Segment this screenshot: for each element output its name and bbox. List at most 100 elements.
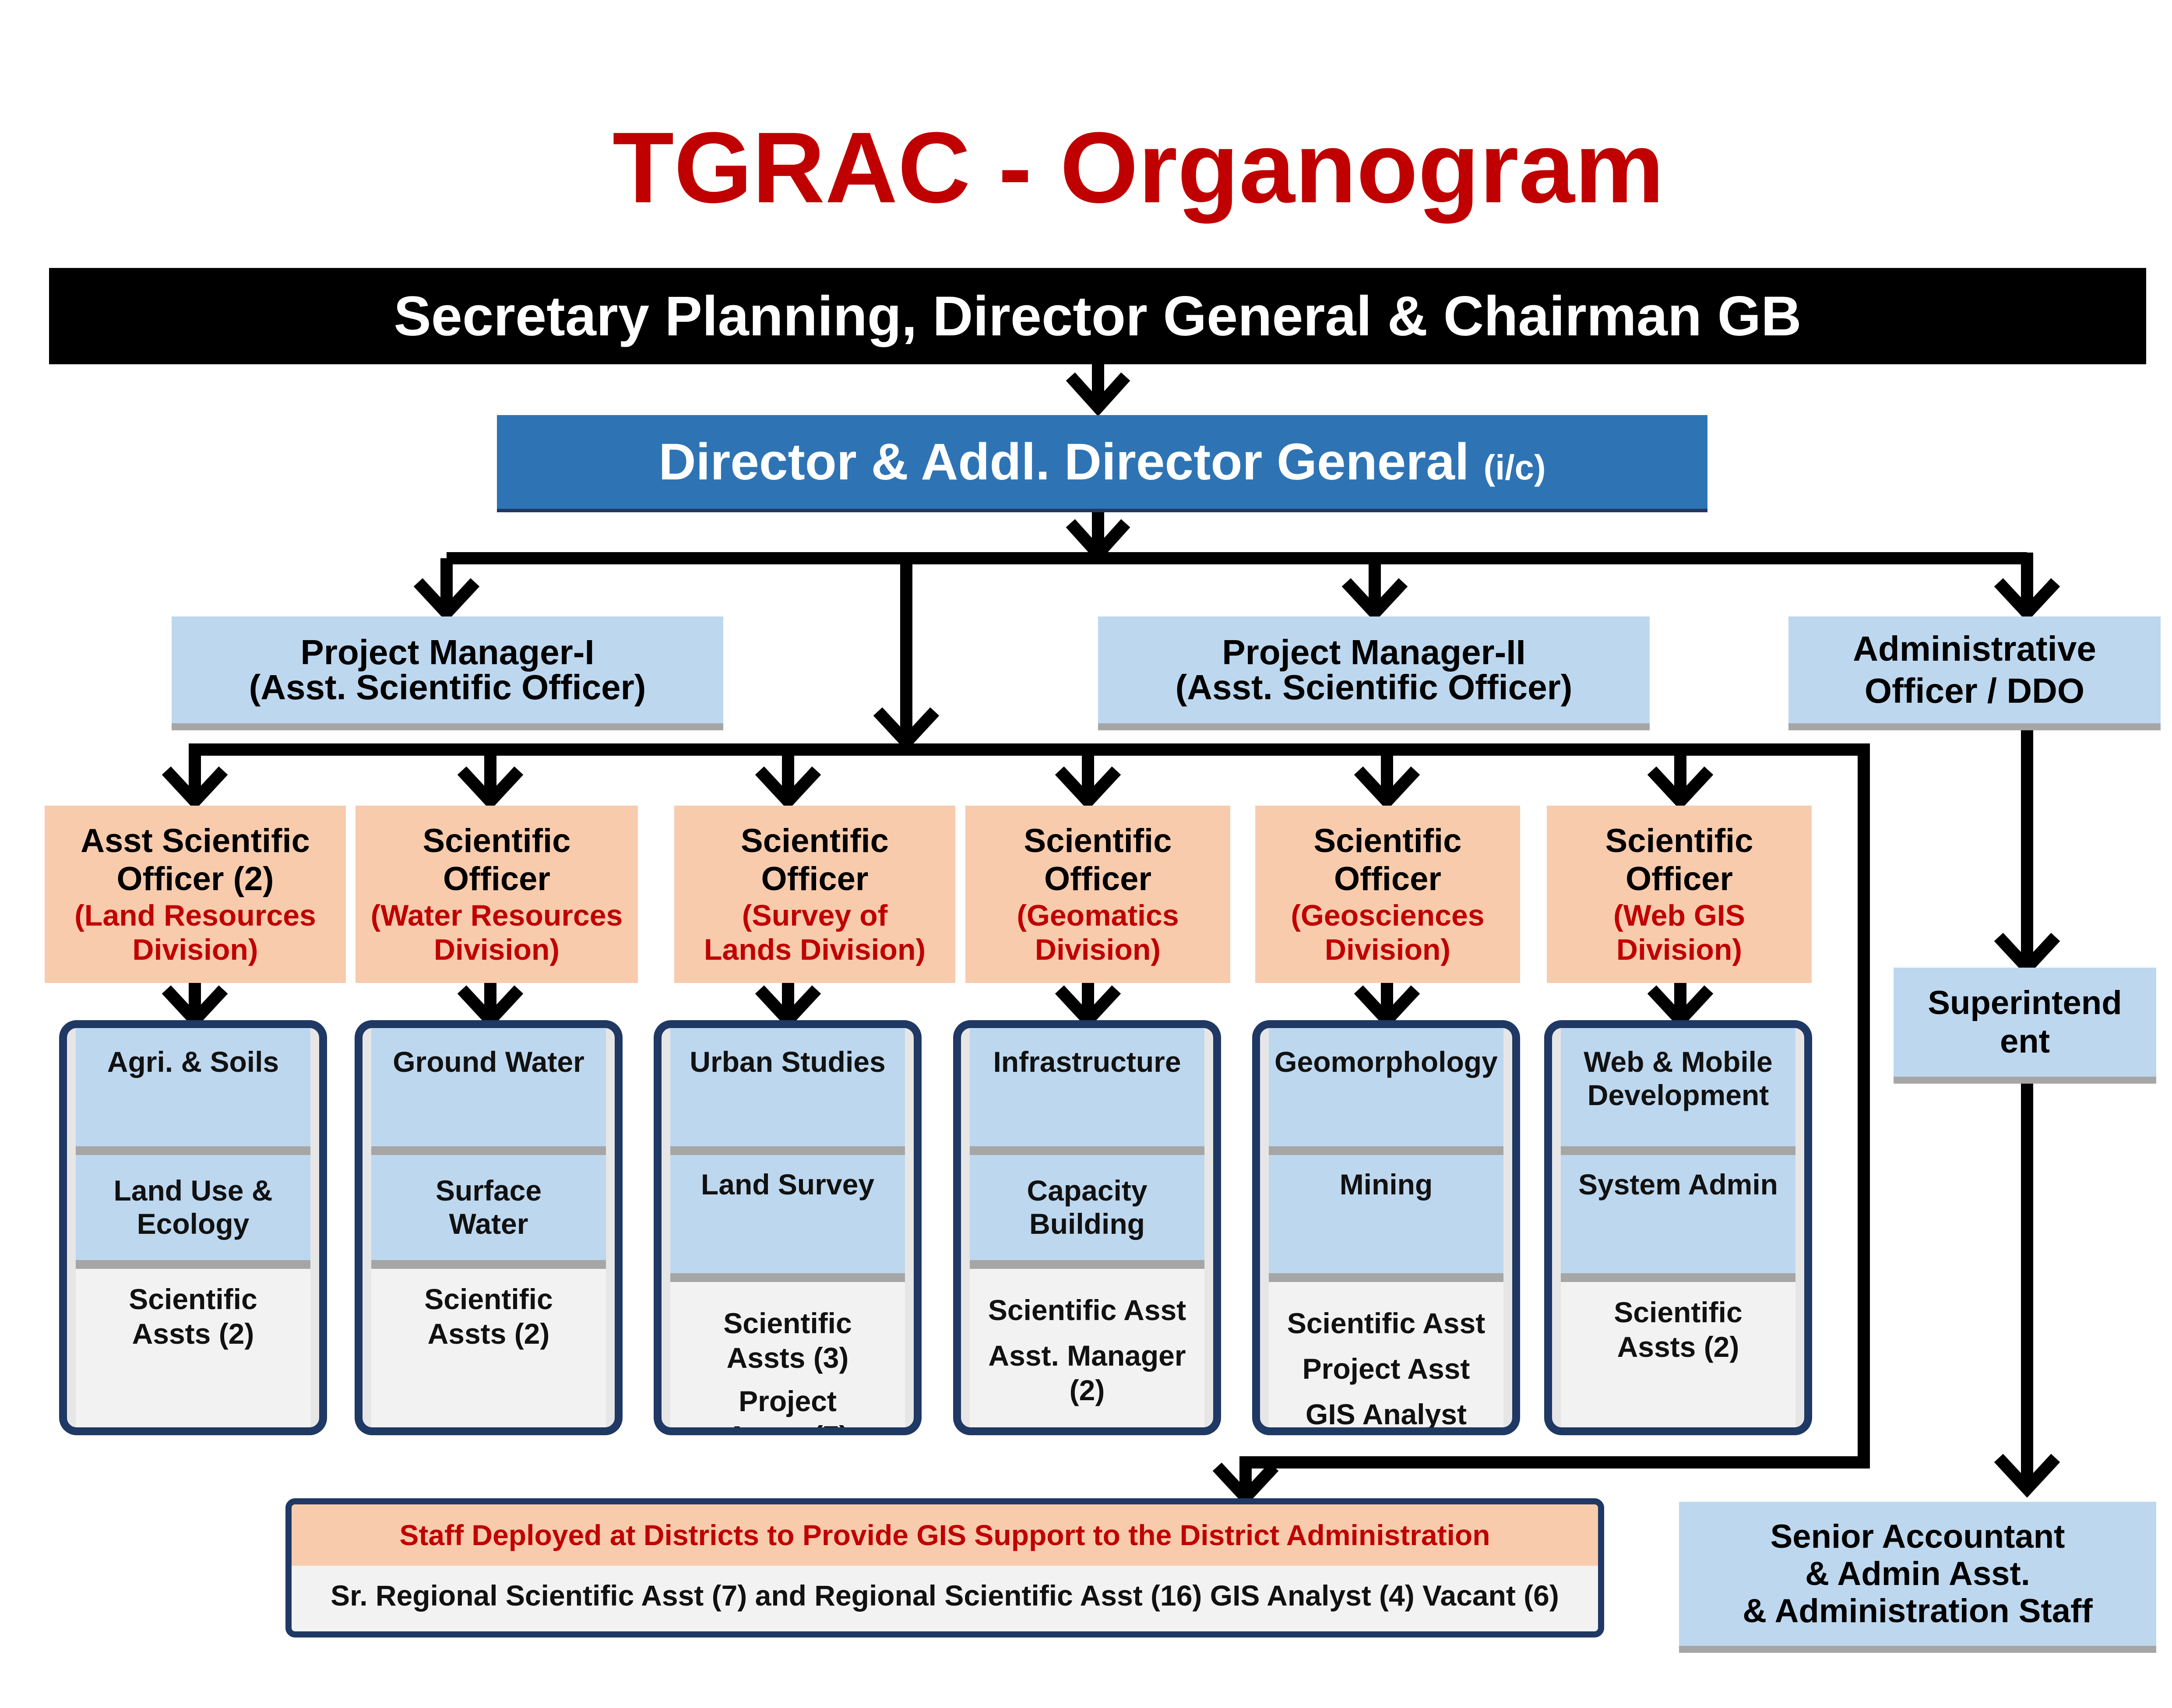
officer-title-line2: Officer (1334, 860, 1441, 898)
staff-line: Asst. Manager (988, 1339, 1186, 1372)
division-section-b: Mining (1269, 1155, 1503, 1282)
officer-division-line1: (Land Resources (74, 898, 316, 932)
staff-entry: Scientific Assts (3) (723, 1306, 852, 1375)
pm1-line2: (Asst. Scientific Officer) (249, 668, 646, 707)
project-manager-1-box: Project Manager-I (Asst. Scientific Offi… (172, 616, 723, 730)
admin-line2: Officer / DDO (1864, 671, 2085, 710)
staff-line: Scientific (723, 1307, 852, 1339)
officer-box-geomatics: Scientific Officer (Geomatics Division) (965, 806, 1230, 983)
section-label: Infrastructure (993, 1046, 1181, 1078)
section-label: Web & Mobile (1584, 1046, 1773, 1078)
section-label: Water (449, 1208, 528, 1240)
staff-line: Scientific (1614, 1296, 1743, 1328)
director-suffix: (i/c) (1483, 448, 1546, 487)
officer-title-line1: Scientific (1313, 822, 1462, 859)
officer-box-geosciences: Scientific Officer (Geosciences Division… (1255, 806, 1520, 983)
officer-division-line1: (Web GIS (1613, 898, 1745, 932)
admin-line1: Administrative (1853, 629, 2096, 668)
officer-division-line2: Division) (132, 933, 258, 966)
division-section-c: Scientific Asst Asst. Manager (2) (970, 1269, 1204, 1427)
district-staff-details: Sr. Regional Scientific Asst (7) and Reg… (331, 1579, 1559, 1612)
staff-line: Assts (2) (1617, 1331, 1739, 1363)
director-box: Director & Addl. Director General (i/c) (497, 415, 1707, 512)
project-manager-2-box: Project Manager-II (Asst. Scientific Off… (1098, 616, 1650, 730)
staff-entry: Project Assts (7) (727, 1384, 849, 1427)
staff-line: GIS Analyst (1306, 1398, 1467, 1431)
officer-box-survey-of-lands: Scientific Officer (Survey of Lands Divi… (674, 806, 955, 983)
officer-division-line2: Division) (1616, 933, 1743, 966)
senior-accountant-box: Senior Accountant & Admin Asst. & Admini… (1679, 1502, 2156, 1653)
superintendent-line1: Superintend (1928, 984, 2122, 1022)
section-label: Ground Water (393, 1046, 584, 1078)
officer-division-line2: Division) (433, 933, 560, 966)
staff-entry: Scientific Assts (2) (1614, 1295, 1742, 1364)
staff-entry: Scientific Asst (988, 1293, 1186, 1328)
officer-box-web-gis: Scientific Officer (Web GIS Division) (1547, 806, 1812, 983)
staff-line: Project (739, 1385, 837, 1418)
division-section-a: Ground Water (371, 1028, 606, 1155)
staff-line: Scientific Asst (1287, 1307, 1486, 1339)
officer-division-line2: Lands Division) (704, 933, 926, 966)
division-box-web-gis: Web & Mobile Development System Admin Sc… (1544, 1020, 1812, 1435)
officer-title-line1: Asst Scientific (81, 822, 310, 859)
officer-title-line1: Scientific (1605, 822, 1753, 859)
division-section-c: Scientific Assts (2) (76, 1269, 310, 1427)
staff-entry: Project Asst (1302, 1352, 1470, 1386)
division-section-b: Surface Water (371, 1155, 606, 1269)
officer-title-line2: Officer (761, 860, 869, 898)
staff-entry: Scientific Assts (2) (129, 1282, 257, 1351)
staff-entry: Scientific Asst (1287, 1306, 1485, 1341)
section-label: Mining (1339, 1168, 1433, 1201)
officer-title-line1: Scientific (1024, 822, 1172, 859)
superintendent-box: Superintend ent (1894, 968, 2156, 1084)
officer-division-line1: (Geosciences (1291, 898, 1485, 932)
staff-line: Project Asst (1302, 1352, 1470, 1385)
section-label: Land Survey (701, 1168, 875, 1201)
division-section-a: Geomorphology (1269, 1028, 1503, 1155)
staff-line: Scientific (424, 1283, 553, 1315)
officer-division-line1: (Water Resources (370, 898, 623, 932)
officer-division-line2: Division) (1324, 933, 1451, 966)
division-section-b: Capacity Building (970, 1155, 1204, 1269)
superintendent-line2: ent (2000, 1022, 2050, 1060)
officer-title-line1: Scientific (422, 822, 571, 859)
division-section-c: Scientific Assts (3) Project Assts (7) (670, 1282, 905, 1427)
division-box-survey-of-lands: Urban Studies Land Survey Scientific Ass… (654, 1020, 922, 1435)
section-label: Agri. & Soils (107, 1046, 279, 1078)
division-section-b: Land Use & Ecology (76, 1155, 310, 1269)
section-label: Land Use & (113, 1174, 273, 1207)
director-label-wrap: Director & Addl. Director General (i/c) (658, 432, 1545, 492)
pm1-line1: Project Manager-I (300, 633, 595, 672)
senior-line2: & Admin Asst. (1805, 1555, 2030, 1592)
top-executive-box: Secretary Planning, Director General & C… (49, 268, 2146, 364)
officer-division-line1: (Geomatics (1017, 898, 1179, 932)
division-section-a: Agri. & Soils (76, 1028, 310, 1155)
staff-entry: GIS Analyst (1306, 1397, 1467, 1431)
staff-line: Assts (7) (727, 1420, 849, 1427)
staff-line: Assts (2) (132, 1317, 254, 1350)
section-label: Surface (435, 1174, 542, 1207)
staff-line: Assts (3) (726, 1342, 849, 1374)
pm2-line1: Project Manager-II (1222, 633, 1526, 672)
staff-line: Scientific (129, 1283, 257, 1315)
division-section-c: Scientific Asst Project Asst GIS Analyst (1269, 1282, 1503, 1431)
officer-title-line2: Officer (443, 860, 550, 898)
division-box-geosciences: Geomorphology Mining Scientific Asst Pro… (1252, 1020, 1520, 1435)
division-box-water-resources: Ground Water Surface Water Scientific As… (355, 1020, 623, 1435)
division-section-c: Scientific Assts (2) (371, 1269, 606, 1427)
division-section-c: Scientific Assts (2) (1561, 1282, 1795, 1427)
section-label: Geomorphology (1274, 1046, 1498, 1078)
director-label: Director & Addl. Director General (658, 433, 1469, 491)
administrative-officer-box: Administrative Officer / DDO (1788, 616, 2161, 730)
officer-division-line2: Division) (1035, 933, 1161, 966)
section-label: Ecology (137, 1208, 250, 1240)
section-label: Urban Studies (690, 1046, 886, 1078)
staff-entry: Scientific Assts (2) (424, 1282, 553, 1351)
division-section-a: Web & Mobile Development (1561, 1028, 1795, 1155)
division-section-a: Infrastructure (970, 1028, 1204, 1155)
page-title: TGRAC - Organogram (612, 111, 1665, 224)
staff-line: Scientific Asst (988, 1294, 1186, 1326)
top-executive-label: Secretary Planning, Director General & C… (394, 285, 1802, 348)
division-box-land-resources: Agri. & Soils Land Use & Ecology Scienti… (59, 1020, 327, 1435)
